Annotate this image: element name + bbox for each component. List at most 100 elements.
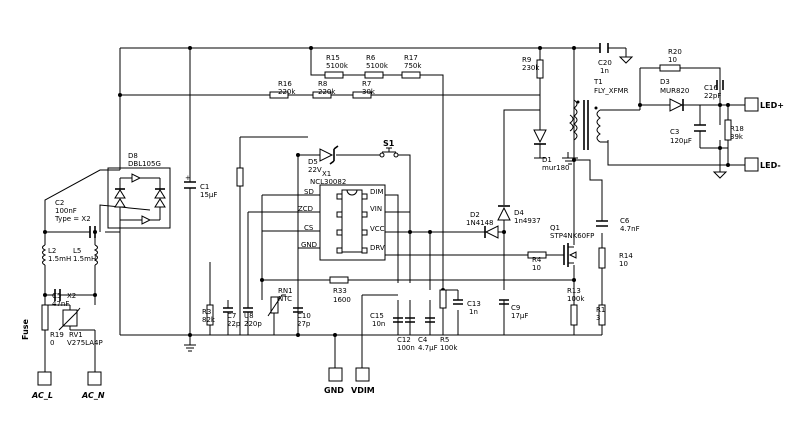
c16-ref: C16	[704, 84, 718, 92]
r3-resistor	[206, 304, 214, 326]
r14-ref: R14	[619, 252, 633, 260]
c4-ref: C4	[418, 336, 428, 344]
r33-resistor	[329, 276, 349, 284]
pin-vcc: VCC	[370, 225, 385, 233]
r1-ref: R1	[596, 306, 605, 314]
pin-drv: DRV	[370, 244, 385, 252]
c16-capacitor	[716, 80, 724, 90]
c2-type: Type = X2	[54, 215, 91, 223]
ac-l-terminal	[37, 371, 52, 386]
gnd-label: GND	[324, 386, 344, 395]
r15-resistor	[324, 71, 344, 79]
ac-n-terminal	[87, 371, 102, 386]
r5-value: 100k	[440, 344, 458, 352]
d2-diode	[484, 225, 499, 239]
r15-ref: R15	[326, 54, 340, 62]
c15-value: 10n	[372, 320, 385, 328]
d1-ref: D1	[542, 156, 552, 164]
c6-ref: C6	[620, 217, 630, 225]
c7-ref: C7	[227, 312, 236, 320]
x1-value: NCL30082	[310, 178, 346, 186]
c9-ref: C9	[511, 304, 520, 312]
c9-value: 17µF	[511, 312, 528, 320]
r4-resistor	[527, 251, 547, 259]
r6-ref: R6	[366, 54, 376, 62]
d4-diode	[497, 205, 511, 221]
rv1-ref: RV1	[69, 331, 83, 339]
t1-transformer	[569, 99, 608, 150]
r16-ref: R16	[278, 80, 292, 88]
l2-inductor	[42, 244, 47, 266]
d3-ref: D3	[660, 78, 670, 86]
c1-value: 15µF	[200, 191, 217, 199]
c5-ref: C5	[52, 292, 61, 300]
c10-value: 27p	[297, 320, 311, 328]
led-minus-label: LED-	[760, 161, 781, 170]
c5-type: X2	[67, 292, 76, 300]
d2-value: 1N4148	[466, 219, 494, 227]
r7-value: 30k	[362, 88, 376, 96]
r13-value: 100k	[567, 295, 585, 303]
rn1-ref: RN1	[278, 287, 293, 295]
r18-resistor	[724, 119, 732, 141]
r4-value: 10	[532, 264, 541, 272]
led-minus-terminal	[744, 157, 759, 172]
rn1-value: NTC	[278, 295, 292, 303]
bottom-capacitors	[223, 299, 509, 335]
r14-resistor	[598, 247, 606, 269]
r8-resistor	[312, 91, 332, 99]
c3-capacitor	[694, 124, 706, 148]
c16-value: 22pF	[704, 92, 721, 100]
r16-value: 220k	[278, 88, 296, 96]
r16-resistor	[269, 91, 289, 99]
ac-l-label: AC_L	[31, 391, 53, 400]
c3-ref: C3	[670, 128, 679, 136]
c3-value: 120µF	[670, 137, 692, 145]
r19-ref: R19	[50, 331, 64, 339]
l2-ref: L2	[48, 247, 56, 255]
l2-value: 1.5mH	[48, 255, 71, 263]
u8-ref: U8	[244, 312, 254, 320]
d5-zener	[319, 145, 339, 165]
q1-ref: Q1	[550, 224, 560, 232]
r7-ref: R7	[362, 80, 371, 88]
q1-value: STP4NK60FP	[550, 232, 594, 240]
c15-ref: C15	[370, 312, 384, 320]
u8-value: 220p	[244, 320, 262, 328]
r18-ref: R18	[730, 125, 744, 133]
l5-value: 1.5mH	[73, 255, 96, 263]
r20-ref: R20	[668, 48, 682, 56]
t1-ref: T1	[593, 78, 603, 86]
c5-value: 47nF	[52, 300, 69, 308]
led-plus-label: LED+	[760, 101, 784, 110]
r33-ref: R33	[333, 287, 347, 295]
d8-bridge	[107, 167, 171, 229]
q1-mosfet	[560, 243, 577, 267]
c6-value: 4.7nF	[620, 225, 640, 233]
d8-value: DBL105G	[128, 160, 161, 168]
pin-gnd: GND	[301, 241, 317, 249]
l5-inductor	[93, 244, 98, 266]
vdim-label: VDIM	[351, 386, 375, 395]
ac-n-label: AC_N	[81, 391, 105, 400]
r2-resistor	[236, 167, 244, 187]
d3-diode	[669, 98, 690, 112]
r5-ref: R5	[440, 336, 449, 344]
d8-ref: D8	[128, 152, 138, 160]
wires	[44, 47, 758, 372]
pin-vin: VIN	[370, 205, 382, 213]
r20-resistor	[659, 64, 681, 72]
r19-value: 0	[50, 339, 54, 347]
d1-diode	[533, 129, 547, 152]
r14-value: 10	[619, 260, 628, 268]
r17-ref: R17	[404, 54, 418, 62]
fuse-label: Fuse	[21, 318, 30, 340]
r15-value: 5100k	[326, 62, 349, 70]
c13-ref: C13	[467, 300, 481, 308]
c12-ref: C12	[397, 336, 411, 344]
d2-ref: D2	[470, 211, 480, 219]
r13-ref: R13	[567, 287, 581, 295]
c1-ref: C1	[200, 183, 209, 191]
r6-value: 5100k	[366, 62, 389, 70]
